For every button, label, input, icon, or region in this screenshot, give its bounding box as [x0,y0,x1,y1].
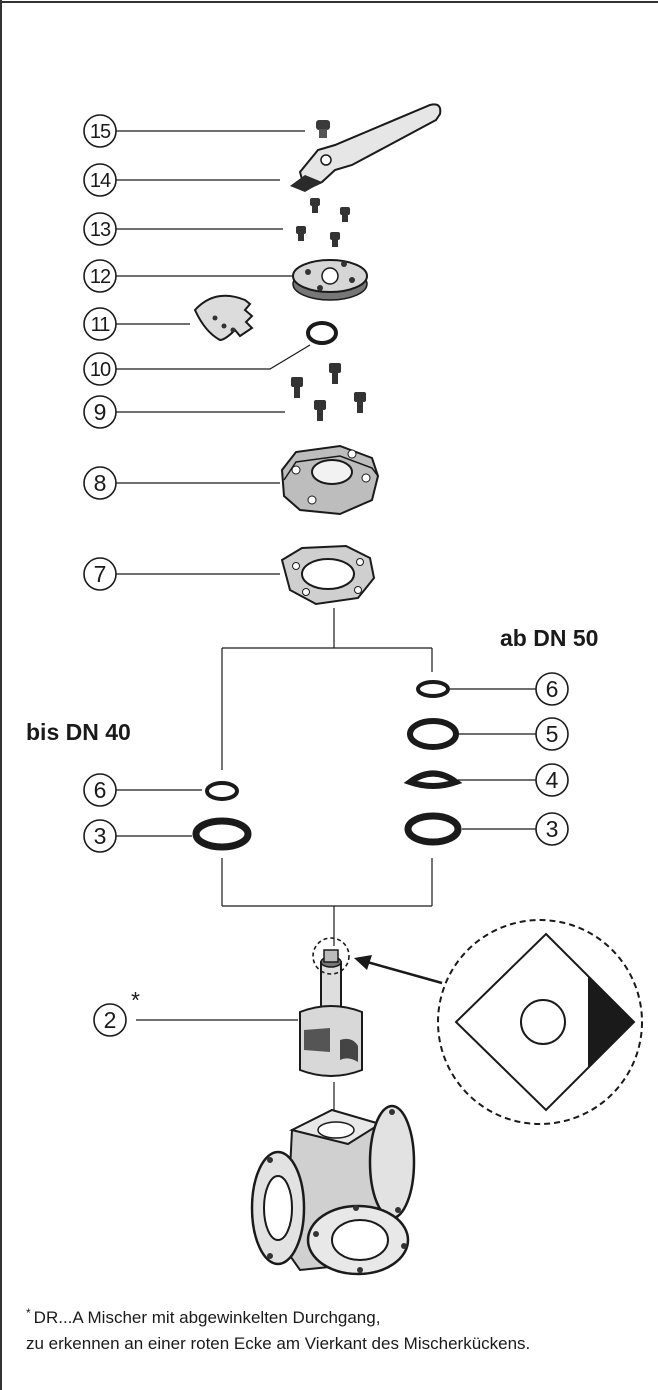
callout-11: 11 [83,307,190,341]
callout-14: 14 [83,163,280,197]
callout-12: 12 [83,259,292,293]
svg-text:3: 3 [94,823,107,849]
footnote-text-1: DR...A Mischer mit abgewinkelten Durchga… [33,1308,381,1327]
part-14-lever-handle [290,103,442,192]
svg-text:12: 12 [90,266,111,288]
svg-text:7: 7 [94,561,107,587]
part-11-scale-segment [193,294,254,342]
part-9-screws [291,363,366,421]
svg-text:13: 13 [90,219,111,241]
svg-text:15: 15 [90,121,111,143]
footnote-line-1: *DR...A Mischer mit abgewinkelten Durchg… [26,1306,380,1328]
part-6-left-o-ring: 6 [83,773,239,807]
label-ab-dn50: ab DN 50 [500,625,598,651]
part-6-right-o-ring: 6 [416,672,569,706]
callout-8: 8 [83,466,280,500]
part-15-screw [316,120,330,138]
part-3-left-washer: 3 [83,817,252,853]
branch-connector-bottom [221,858,433,946]
svg-text:6: 6 [546,676,559,702]
svg-text:4: 4 [546,767,559,793]
callout-13: 13 [83,212,283,246]
label-bis-dn40: bis DN 40 [26,719,131,745]
svg-text:14: 14 [90,170,111,192]
svg-text:*: * [131,987,140,1013]
part-3-right-washer: 3 [404,812,569,846]
detail-arrow [354,955,443,985]
svg-text:5: 5 [546,721,559,747]
svg-text:3: 3 [546,816,559,842]
stem-detail-marker [312,937,350,975]
part-13-screws [296,198,350,247]
callout-7: 7 [83,557,280,591]
part-7-flange-gasket [280,544,376,606]
part-8-housing-cap [280,444,380,516]
svg-text:2: 2 [104,1007,117,1033]
footnote-marker: * [26,1306,31,1320]
square-detail-view [437,919,643,1125]
part-4-right-spring-washer: 4 [403,763,569,797]
marked-corner [588,976,634,1068]
callout-10: 10 [83,344,311,386]
valve-body [250,1082,416,1276]
svg-text:6: 6 [94,777,107,803]
svg-text:10: 10 [90,359,111,381]
svg-text:8: 8 [94,470,107,496]
callout-9: 9 [83,395,285,429]
part-12-stop-plate [292,259,368,301]
svg-text:11: 11 [91,314,111,336]
part-5-right-seal-ring: 5 [407,717,569,751]
branch-connector-top [221,608,433,770]
svg-text:9: 9 [94,399,107,425]
callout-15: 15 [83,114,305,148]
footnote-line-2: zu erkennen an einer roten Ecke am Vierk… [26,1334,530,1354]
footnote-text-2: zu erkennen an einer roten Ecke am Vierk… [26,1334,531,1353]
part-2-mixer-plug: 2 * [93,949,363,1077]
part-10-o-ring [306,321,338,345]
